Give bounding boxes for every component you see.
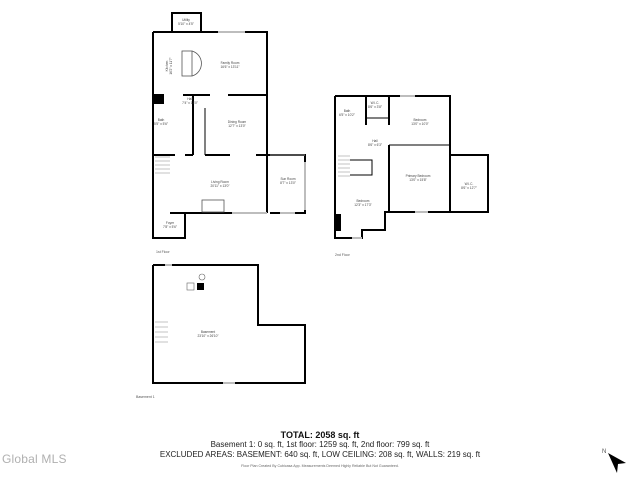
stairs bbox=[155, 155, 350, 343]
basement-plan bbox=[152, 264, 306, 384]
basement-fixtures bbox=[186, 273, 206, 291]
total-area: TOTAL: 2058 sq. ft bbox=[280, 430, 360, 440]
floor-label-1st: 1st Floor bbox=[156, 250, 170, 254]
excluded-areas: EXCLUDED AREAS: BASEMENT: 640 sq. ft, LO… bbox=[159, 450, 481, 459]
second-floor-windows bbox=[352, 95, 428, 239]
watermark-logo: Global MLS bbox=[2, 452, 67, 466]
floor-label-2nd: 2nd Floor bbox=[335, 253, 350, 257]
first-floor-plan bbox=[152, 12, 306, 239]
area-breakdown: Basement 1: 0 sq. ft, 1st floor: 1259 sq… bbox=[210, 440, 430, 449]
north-arrow-icon: N bbox=[602, 449, 626, 473]
second-floor-plan bbox=[334, 95, 489, 239]
credit-note: Floor Plan Created By Cubicasa App. Meas… bbox=[241, 464, 399, 468]
room-label-wic-1: W.I.C.8'6" x 3'8" bbox=[368, 101, 382, 109]
basement-windows bbox=[165, 264, 235, 384]
svg-text:N: N bbox=[602, 449, 606, 455]
first-floor-windows bbox=[218, 31, 306, 214]
room-label-wic-2: W.I.C.8'6" x 12'7" bbox=[461, 182, 477, 190]
floor-label-basement: Basement 1 bbox=[136, 395, 155, 399]
